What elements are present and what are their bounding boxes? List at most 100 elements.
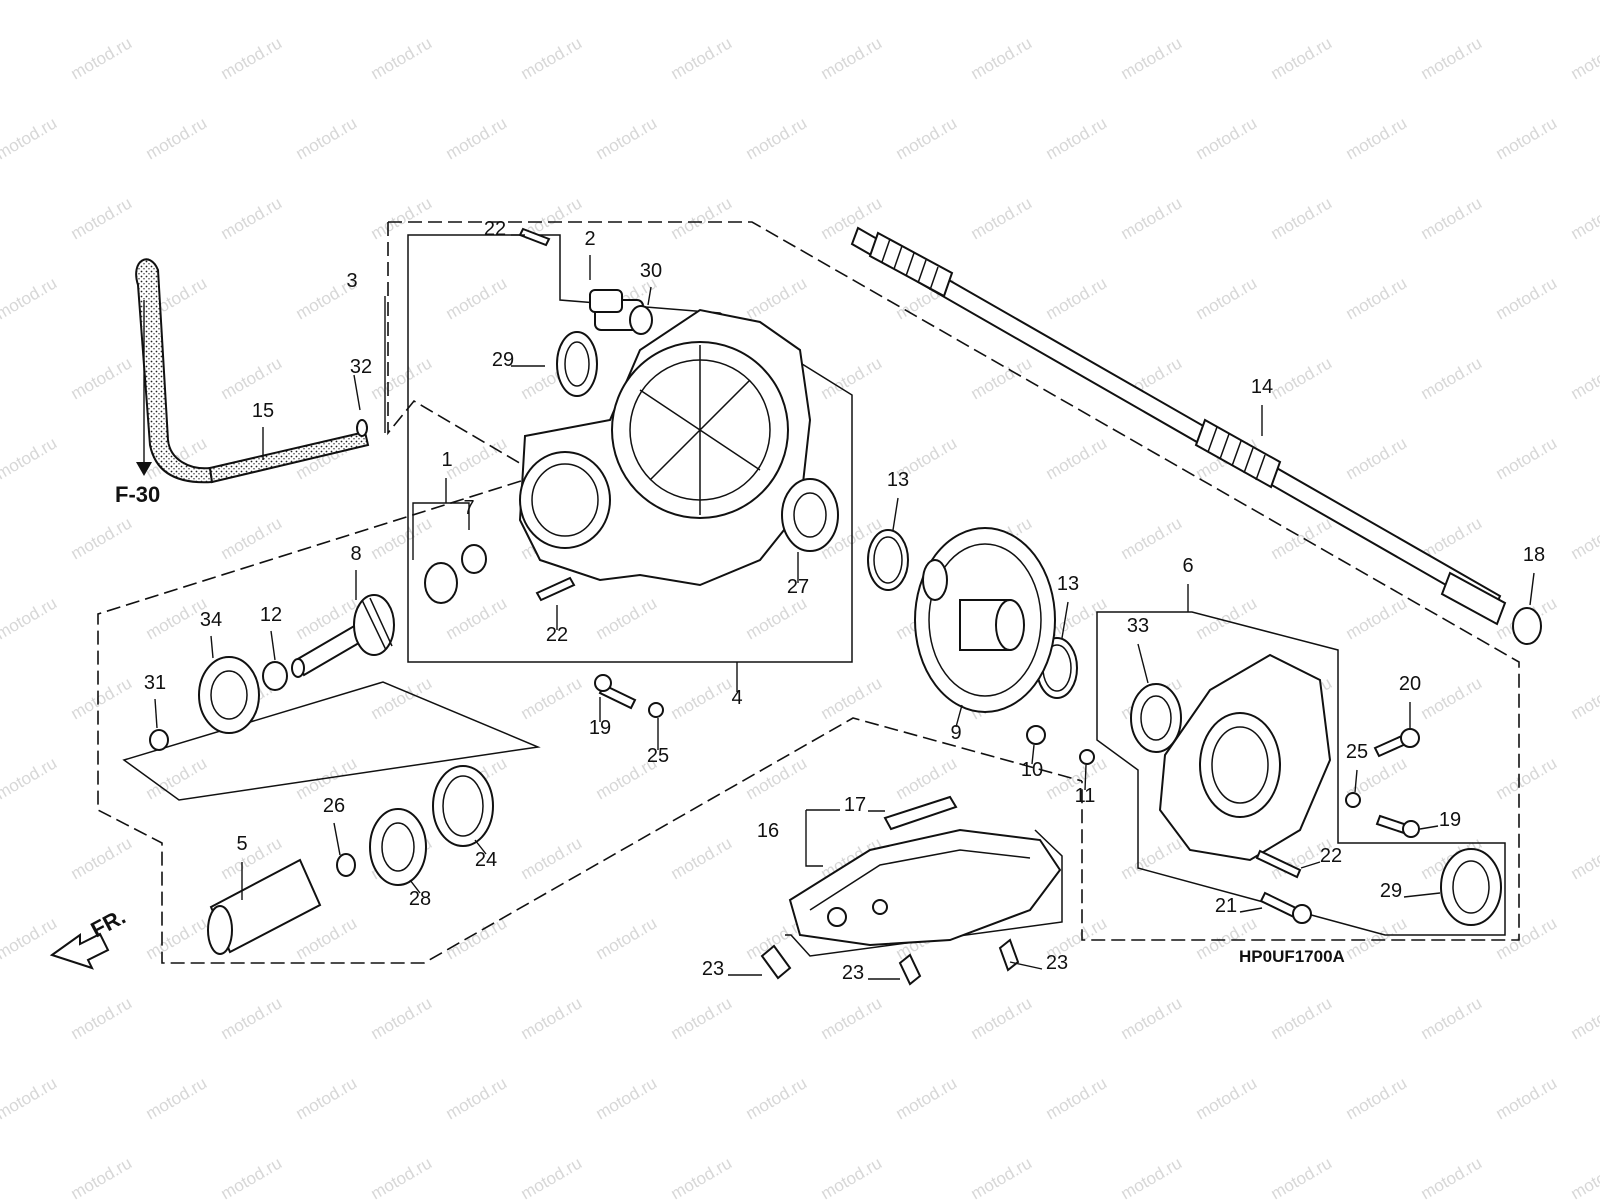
watermark-text: motod.ru (68, 513, 136, 563)
watermark-text: motod.ru (1043, 433, 1111, 483)
watermark-text: motod.ru (368, 33, 436, 83)
watermark-text: motod.ru (1343, 1073, 1411, 1123)
callout-c12: 12 (260, 604, 282, 626)
watermark-text: motod.ru (1043, 113, 1111, 163)
watermark-text: motod.ru (818, 993, 886, 1043)
callout-c3: 3 (346, 270, 357, 292)
callout-c26: 26 (323, 795, 345, 817)
watermark-text: motod.ru (0, 913, 60, 963)
watermark-text: motod.ru (0, 433, 60, 483)
watermark-text: motod.ru (68, 353, 136, 403)
watermark-text: motod.ru (1493, 273, 1561, 323)
callout-c11: 11 (1075, 785, 1096, 807)
watermark-text: motod.ru (443, 1073, 511, 1123)
watermark-text: motod.ru (518, 993, 586, 1043)
watermark-text: motod.ru (443, 913, 511, 963)
watermark-text: motod.ru (68, 993, 136, 1043)
washer-12 (262, 661, 288, 691)
callout-c23c: 23 (1046, 952, 1068, 974)
watermark-text: motod.ru (1043, 273, 1111, 323)
o-ring-30 (629, 305, 653, 335)
watermark-text: motod.ru (218, 513, 286, 563)
washer-25a (648, 702, 664, 718)
watermark-text: motod.ru (1343, 0, 1411, 3)
watermark-text: motod.ru (368, 673, 436, 723)
bolt-10 (1026, 725, 1046, 745)
watermark-text: motod.ru (443, 593, 511, 643)
watermark-text: motod.ru (668, 673, 736, 723)
watermark-text: motod.ru (0, 273, 60, 323)
watermark-text: motod.ru (1418, 193, 1486, 243)
watermark-text: motod.ru (968, 33, 1036, 83)
watermark-text: motod.ru (368, 1153, 436, 1200)
watermark-text: motod.ru (1343, 273, 1411, 323)
callout-c23a: 23 (702, 958, 724, 980)
watermark-text: motod.ru (1193, 273, 1261, 323)
watermark-text: motod.ru (1118, 1153, 1186, 1200)
watermark-text: motod.ru (218, 193, 286, 243)
bearing-34 (198, 656, 260, 734)
callout-c6: 6 (1182, 555, 1193, 577)
callout-c28: 28 (409, 888, 431, 910)
watermark-text: motod.ru (1568, 33, 1600, 83)
oil-seal-29 (556, 331, 598, 397)
bolt-23b (898, 953, 922, 986)
fasteners (518, 227, 1420, 986)
watermark-text: motod.ru (1568, 993, 1600, 1043)
watermark-text: motod.ru (668, 193, 736, 243)
watermark-text: motod.ru (1193, 113, 1261, 163)
clip-32 (356, 419, 368, 437)
watermark-text: motod.ru (368, 993, 436, 1043)
watermark-text: motod.ru (593, 0, 661, 3)
nut-11 (1079, 749, 1095, 765)
watermark-text: motod.ru (593, 913, 661, 963)
cam-28 (369, 808, 427, 886)
watermark-text: motod.ru (68, 673, 136, 723)
oil-seal-29b (1440, 848, 1502, 926)
needle-bearing-1 (424, 562, 458, 604)
watermark-text: motod.ru (893, 0, 961, 3)
watermark-text: motod.ru (1193, 0, 1261, 3)
callout-c13a: 13 (887, 469, 909, 491)
watermark-text: motod.ru (1568, 833, 1600, 883)
watermark-text: motod.ru (1418, 673, 1486, 723)
watermark-text: motod.ru (293, 0, 361, 3)
watermark-text: motod.ru (443, 433, 511, 483)
callout-c9: 9 (950, 722, 961, 744)
washer-25b (1345, 792, 1361, 808)
watermark-text: motod.ru (1268, 33, 1336, 83)
front-arrow-icon (49, 932, 110, 970)
bearing-33 (1130, 683, 1182, 753)
skid-plate (788, 795, 1062, 947)
watermark-text: motod.ru (1043, 1073, 1111, 1123)
callout-c22c: 22 (1320, 845, 1342, 867)
watermark-text: motod.ru (1493, 913, 1561, 963)
watermark-text: motod.ru (1493, 0, 1561, 3)
watermark-text: motod.ru (743, 1073, 811, 1123)
watermark-text: motod.ru (818, 1153, 886, 1200)
watermark-text: motod.ru (218, 1153, 286, 1200)
watermark-text: motod.ru (1568, 673, 1600, 723)
callout-c14: 14 (1251, 376, 1273, 398)
ring-gear (914, 527, 1056, 713)
watermark-text: motod.ru (743, 273, 811, 323)
stud-22b (535, 576, 576, 602)
bearings-and-seals (149, 305, 1502, 926)
callout-c8: 8 (350, 543, 361, 565)
watermark-text: motod.ru (1418, 1153, 1486, 1200)
watermark-text: motod.ru (743, 753, 811, 803)
watermark-text: motod.ru (368, 513, 436, 563)
callout-c29a: 29 (492, 349, 514, 371)
watermark-text: motod.ru (1268, 513, 1336, 563)
callout-c10: 10 (1021, 759, 1043, 781)
callout-c32: 32 (350, 356, 372, 378)
watermark-text: motod.ru (1493, 433, 1561, 483)
callout-c29b: 29 (1380, 880, 1402, 902)
watermark-text: motod.ru (968, 1153, 1036, 1200)
watermark-text: motod.ru (1418, 33, 1486, 83)
coupling-parts (207, 765, 494, 955)
callout-labels: 1234567891011121313141516171819192021222… (144, 218, 1545, 984)
watermark-text: motod.ru (0, 593, 60, 643)
watermark-text: motod.ru (368, 353, 436, 403)
